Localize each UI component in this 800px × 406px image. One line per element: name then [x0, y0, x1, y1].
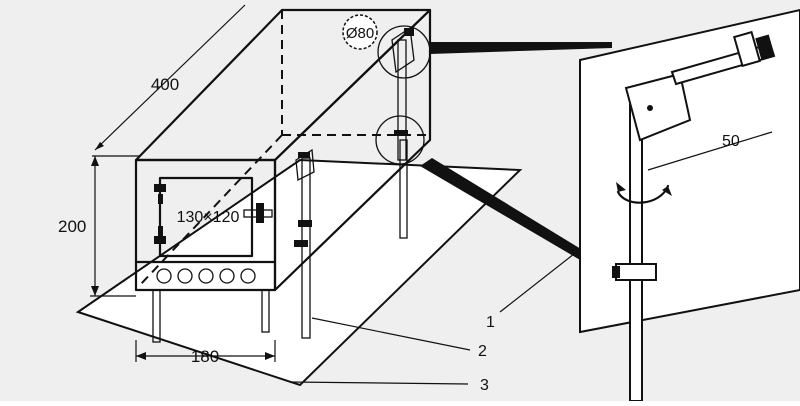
callout-2-leader	[311, 317, 471, 351]
dim-width: 180	[135, 340, 276, 366]
rotation-arrowhead-icon	[662, 186, 672, 196]
rear-leg	[399, 139, 408, 239]
detail-circle-lower	[375, 115, 425, 165]
detail-view: 50	[579, 8, 800, 402]
hinge-upper-icon	[154, 184, 166, 192]
base-sheet	[75, 158, 523, 387]
detail-bracket-plate	[624, 72, 692, 142]
detail-bolt-icon	[647, 105, 653, 111]
rotation-arrowhead-icon	[616, 182, 626, 192]
hinge-lower-knuckle-icon	[158, 226, 163, 236]
latch-knob-icon	[256, 203, 264, 223]
pipe-diameter-marker: Ø80	[342, 14, 378, 50]
dim-arrow-icon	[91, 286, 99, 296]
dim-depth-line	[94, 4, 246, 151]
vent-hole-icon	[177, 268, 193, 284]
front-leg-right	[261, 289, 270, 333]
dim-arrow-icon	[136, 352, 146, 360]
box-front-face	[134, 158, 277, 292]
hinge-upper-knuckle-icon	[158, 194, 163, 204]
stand-low-clip-icon	[294, 240, 308, 247]
zoom-wedge-upper	[430, 42, 612, 54]
drying-box	[134, 8, 432, 343]
diameter-circle	[342, 14, 378, 50]
callout-1-text: 1	[486, 314, 495, 331]
detail-lower-clamp	[615, 263, 657, 281]
dim-depth: 400	[92, 4, 246, 157]
rear-clamp-icon	[394, 130, 408, 136]
vent-hole-icon	[219, 268, 235, 284]
detail-offset-line	[647, 131, 773, 171]
detail-end-nut-icon	[755, 34, 775, 60]
hinge-lower-icon	[154, 236, 166, 244]
detail-offset-text: 50	[722, 133, 740, 150]
rear-bracket-tip-icon	[404, 28, 414, 36]
detail-clamp-tab-icon	[612, 266, 620, 278]
dim-arrow-icon	[91, 156, 99, 166]
dim-width-text: 180	[191, 347, 219, 366]
dim-arrow-icon	[95, 142, 104, 150]
vent-hole-icon	[156, 268, 172, 284]
callout-3-leader	[289, 381, 469, 385]
door-size-label: 130×120	[177, 209, 240, 226]
front-leg-left	[152, 289, 161, 343]
callout-3-text: 3	[480, 377, 489, 394]
stand-mid-clip-icon	[298, 220, 312, 227]
vent-holes	[156, 268, 256, 284]
diameter-label: Ø80	[346, 25, 374, 42]
support-stand	[294, 148, 315, 339]
vent-hole-icon	[198, 268, 214, 284]
zoom-wedge-lower	[420, 158, 612, 274]
callout-3: 3	[289, 377, 489, 394]
dim-height: 200	[58, 156, 136, 297]
callout-2-text: 2	[478, 343, 487, 360]
rear-rod	[397, 39, 407, 161]
dim-height-text: 200	[58, 217, 86, 236]
dim-arrow-icon	[265, 352, 275, 360]
vent-hole-icon	[240, 268, 256, 284]
detail-end-clamp	[732, 30, 762, 68]
stand-top-clip-icon	[298, 152, 310, 158]
dim-depth-text: 400	[151, 75, 179, 94]
hidden-edge-diagonal	[139, 134, 283, 286]
callout-2: 2	[311, 317, 487, 360]
